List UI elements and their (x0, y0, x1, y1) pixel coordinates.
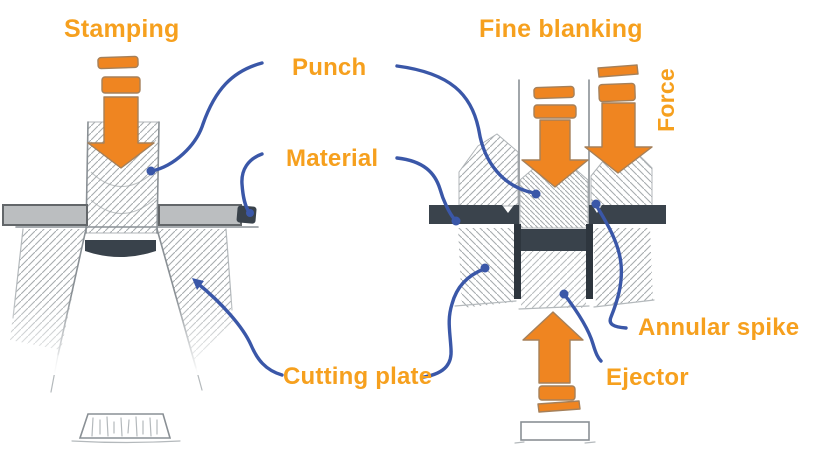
cutting-plate-dot-right (480, 263, 490, 273)
material-dot-left (246, 209, 254, 217)
cutting-plate-leader-left (194, 280, 284, 377)
fb-punch-force-arrow (521, 85, 589, 188)
ejector-label: Ejector (606, 364, 689, 391)
stamping-title: Stamping (64, 15, 180, 43)
fb-part-in-die (519, 229, 589, 251)
fb-punch-guide-lines (518, 79, 590, 229)
fb-outer-force-arrow (584, 64, 653, 174)
fine-blanked-part-sketch (514, 421, 596, 444)
fine-blanking-diagram (429, 64, 666, 444)
material-leader-right (395, 156, 457, 222)
material-dot-right (451, 216, 461, 226)
material-label: Material (286, 145, 379, 172)
stamping-diagram (2, 55, 259, 444)
stamping-force-arrow (87, 55, 155, 169)
cutting-plate-arrowhead (192, 278, 204, 290)
annular-spike-label: Annular spike (638, 314, 800, 341)
stamping-slug (85, 240, 156, 257)
ejector-dot (559, 289, 569, 299)
leader-lines (146, 61, 628, 379)
cutting-plate-label: Cutting plate (283, 363, 433, 390)
punch-leader-right (395, 64, 536, 195)
annular-spike-leader (594, 203, 628, 330)
punch-leader-left (150, 61, 264, 173)
punch-label: Punch (292, 54, 367, 81)
force-label: Force (652, 68, 679, 132)
stamped-part-sketch (71, 413, 181, 444)
fb-ejector-arrow (522, 311, 584, 413)
fb-ejector-block (521, 251, 586, 308)
fine-blanking-title: Fine blanking (479, 15, 643, 43)
fb-material-strip (429, 205, 666, 251)
material-leader-left (240, 152, 264, 214)
ejector-leader (562, 292, 603, 363)
cutting-plate-leader-right (422, 267, 486, 379)
fb-guide-plate-left (458, 133, 519, 207)
punch-dot-left (146, 166, 156, 176)
annular-spike-dot (591, 199, 601, 209)
punch-dot-right (531, 189, 541, 199)
